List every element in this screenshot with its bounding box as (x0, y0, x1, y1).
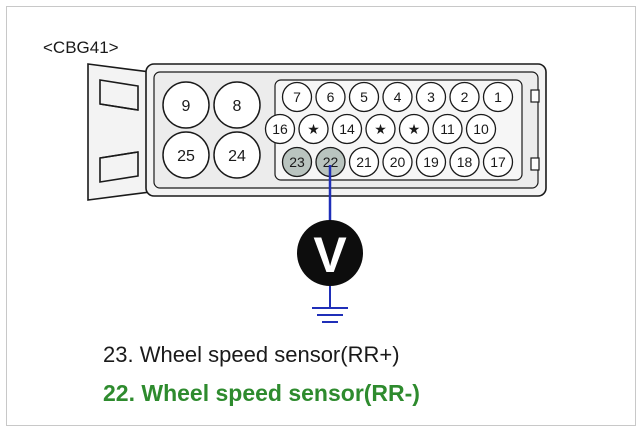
pin-11: 11 (432, 113, 463, 145)
pin-label: 16 (272, 121, 288, 137)
pin-21: 21 (348, 146, 380, 178)
pin-6: 6 (315, 81, 346, 113)
pin-label: 17 (490, 154, 506, 170)
pin-22: 22 (315, 146, 346, 178)
pin-10: 10 (465, 113, 497, 145)
pin-17: 17 (482, 146, 514, 178)
pin-18: 18 (449, 146, 480, 178)
voltmeter-symbol: V (313, 227, 347, 283)
pin-5: 5 (348, 81, 380, 113)
pin-label: 23 (289, 154, 305, 170)
pin-label: 3 (427, 89, 435, 105)
pin-label: 9 (182, 98, 191, 115)
pin-3: 3 (415, 81, 447, 113)
pin-16: 16 (264, 113, 296, 145)
pin-label: 21 (356, 154, 372, 170)
pin-label: 20 (390, 154, 406, 170)
pin-20: 20 (382, 146, 413, 178)
pin-label: 10 (473, 121, 489, 137)
pin-label: ★ (307, 121, 320, 137)
pin-label: 2 (461, 89, 469, 105)
pin-label: 8 (233, 98, 242, 115)
pin-blocked: ★ (398, 113, 430, 145)
ground-icon (312, 286, 348, 323)
pin-14: 14 (331, 113, 363, 145)
large-pin-8: 8 (213, 81, 261, 129)
large-pins: 9 8 25 24 (162, 81, 261, 179)
pin-label: 7 (293, 89, 301, 105)
large-pin-24: 24 (213, 131, 261, 179)
pin-label: ★ (408, 121, 421, 137)
voltmeter: V (297, 220, 363, 286)
connector-label: <CBG41> (43, 38, 119, 57)
pin-blocked: ★ (365, 113, 396, 145)
legend-item-pin22: 22. Wheel speed sensor(RR-) (103, 380, 420, 406)
pin-label: 19 (423, 154, 439, 170)
pin-label: 25 (177, 148, 195, 165)
pin-blocked: ★ (298, 113, 329, 145)
pin-label: ★ (374, 121, 387, 137)
pin-label: 4 (394, 89, 402, 105)
pin-label: 14 (339, 121, 355, 137)
pin-1: 1 (482, 81, 514, 113)
large-pin-9: 9 (162, 81, 210, 129)
pin-label: 22 (323, 154, 339, 170)
pin-label: 18 (457, 154, 473, 170)
pin-4: 4 (382, 81, 413, 113)
pin-2: 2 (449, 81, 480, 113)
large-pin-25: 25 (162, 131, 210, 179)
pin-23: 23 (281, 146, 313, 178)
legend-item-pin23: 23. Wheel speed sensor(RR+) (103, 342, 400, 367)
pin-label: 1 (494, 89, 502, 105)
connector-latch (87, 63, 151, 201)
pin-label: 24 (228, 148, 246, 165)
pin-19: 19 (415, 146, 447, 178)
pin-label: 11 (440, 121, 455, 137)
pin-label: 6 (327, 89, 335, 105)
pin-7: 7 (281, 81, 313, 113)
pin-label: 5 (360, 89, 368, 105)
